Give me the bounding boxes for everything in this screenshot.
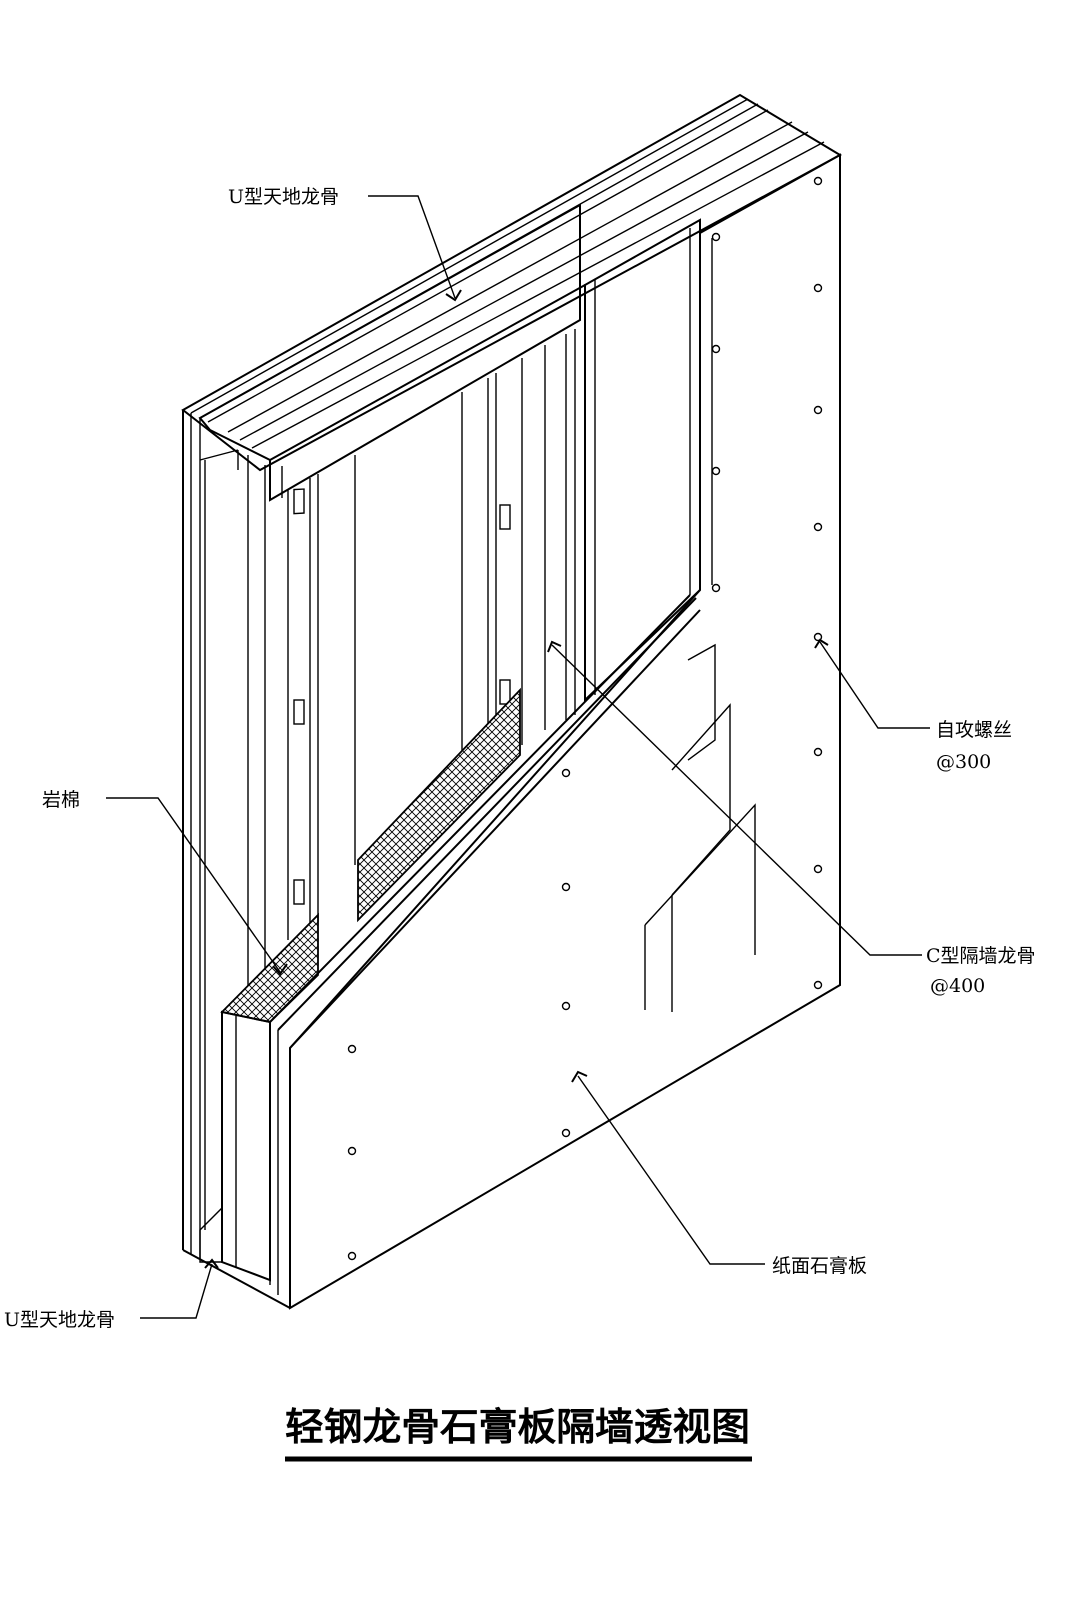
inner-board-layer <box>221 218 701 1282</box>
label-c-stud: C型隔墙龙骨 <box>926 945 1036 967</box>
c-stud-3 <box>521 329 576 745</box>
label-screw-spacing: @300 <box>936 751 991 773</box>
label-stud-spacing: @400 <box>930 975 985 997</box>
c-stud-1 <box>287 474 319 940</box>
label-self-tapping-screw: 自攻螺丝 <box>936 719 1012 741</box>
label-u-track-bottom: U型天地龙骨 <box>4 1309 115 1331</box>
label-rock-wool: 岩棉 <box>42 789 80 811</box>
u-track-top <box>198 203 586 502</box>
gypsum-board-front <box>269 153 841 1310</box>
rock-wool <box>220 687 521 1023</box>
screws <box>347 176 823 1261</box>
left-track-vertical <box>199 455 266 1263</box>
label-u-track-top: U型天地龙骨 <box>228 186 339 208</box>
diagram-title: 轻钢龙骨石膏板隔墙透视图 <box>285 1404 750 1449</box>
label-gypsum-board: 纸面石膏板 <box>772 1254 867 1277</box>
c-stud-2 <box>354 373 511 865</box>
leader-lines <box>106 195 930 1319</box>
